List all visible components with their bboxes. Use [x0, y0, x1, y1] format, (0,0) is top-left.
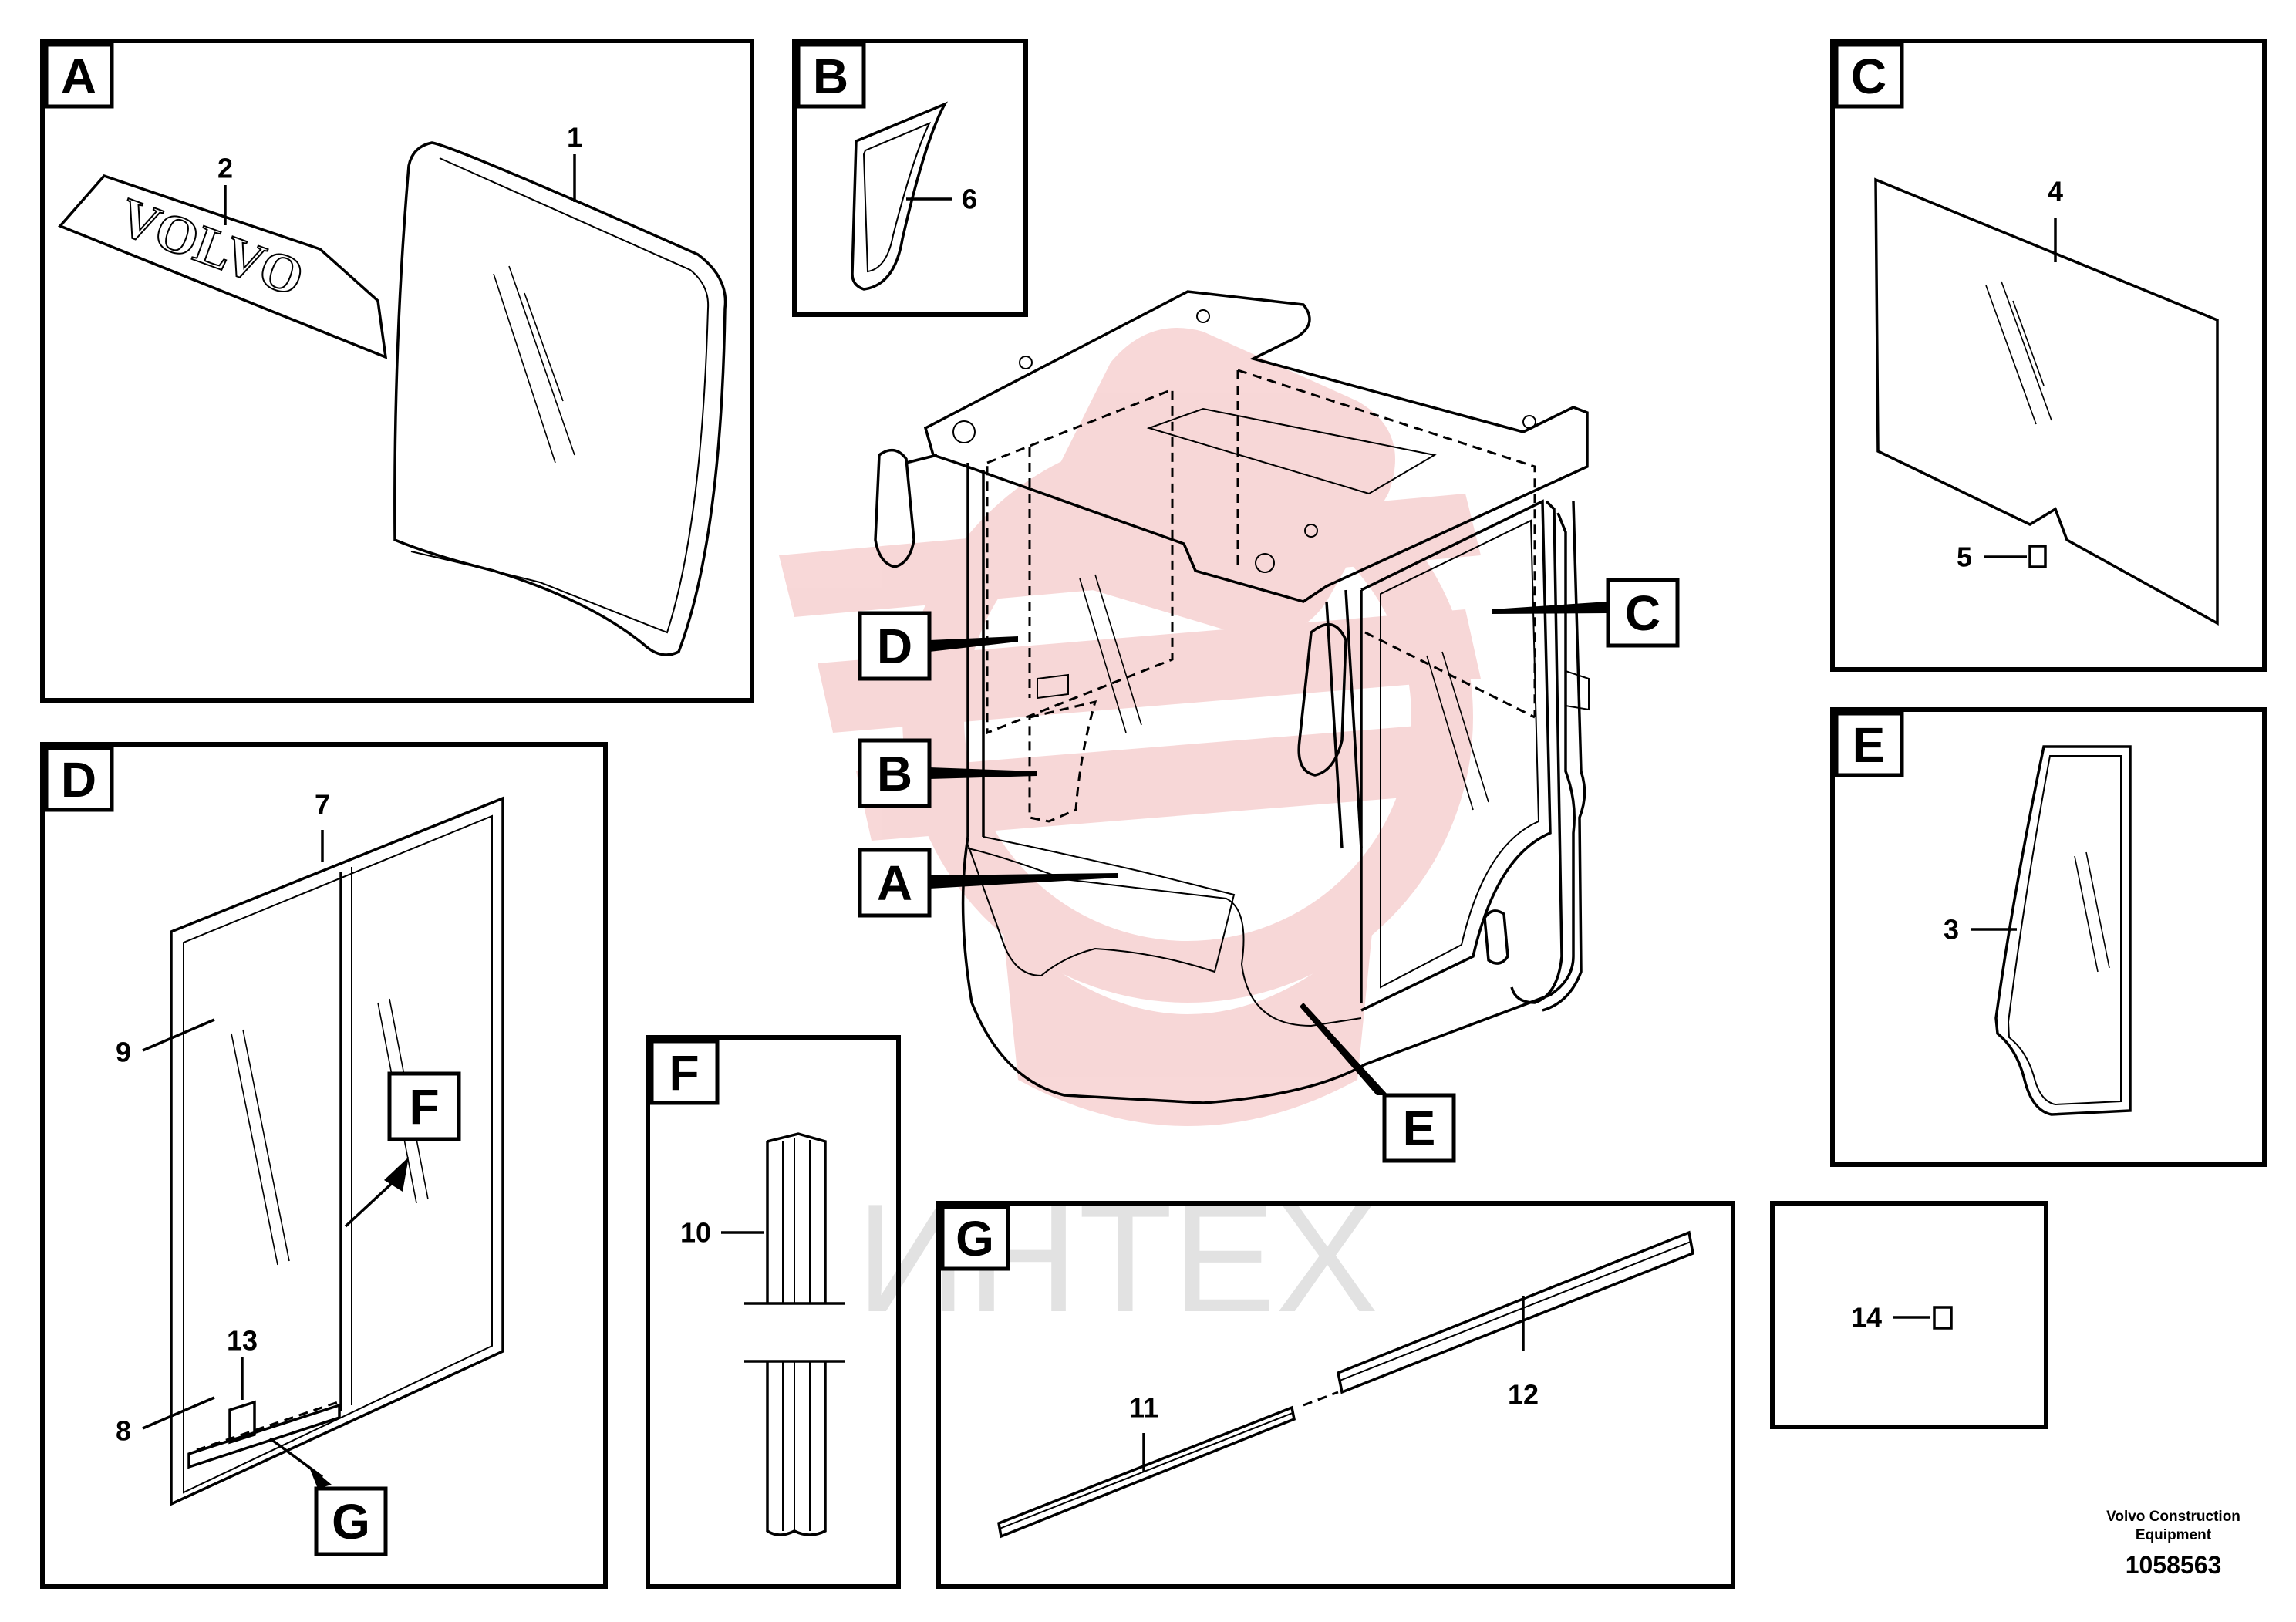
clip-part-14 [1933, 1306, 1953, 1330]
part-7-label: 7 [315, 789, 330, 821]
panel-c-letter: C [1851, 49, 1886, 104]
panel-d: D 13 7 9 8 F G [40, 742, 608, 1589]
panel-part-14: 14 [1770, 1201, 2048, 1429]
part-10-label: 10 [680, 1217, 711, 1249]
drawing-number: 1058563 [2126, 1551, 2222, 1579]
cab-callout-c: C [1625, 585, 1660, 641]
watermark-logo [779, 328, 1481, 1126]
callout-g: G [332, 1494, 370, 1549]
volvo-decal-text: VOLVO [112, 187, 312, 309]
left-mirror [874, 448, 915, 568]
seal-profile-10 [744, 1132, 845, 1536]
rail-part-12 [1336, 1230, 1694, 1394]
cab-assembly [874, 290, 1590, 1104]
part-8-label: 8 [116, 1415, 131, 1447]
manufacturer-line-1: Volvo Construction [2106, 1509, 2240, 1525]
cab-callouts: D B A C E [858, 578, 1680, 1163]
panel-f-letter: F [669, 1045, 699, 1101]
panel-e: E 3 [1830, 707, 2267, 1167]
rear-glass-shape [1874, 177, 2219, 626]
panel-b: B 6 [792, 39, 1028, 317]
panel-a-letter: A [61, 49, 96, 104]
panel-e-letter: E [1853, 717, 1886, 773]
panel-c: C 4 5 [1830, 39, 2267, 672]
rail-part-11 [997, 1405, 1296, 1539]
panel-b-letter: B [813, 49, 848, 104]
windshield-shape [393, 141, 727, 656]
panel-g: G 11 12 [936, 1201, 1735, 1589]
part-9-label: 9 [116, 1037, 131, 1068]
manufacturer-line-2: Equipment [2136, 1527, 2212, 1543]
panel-d-letter: D [61, 752, 96, 808]
part-4-label: 4 [2048, 176, 2063, 207]
part-13-label: 13 [227, 1325, 258, 1357]
panel-a: A VOLVO 2 1 [40, 39, 754, 703]
footer: Volvo Construction Equipment 1058563 [2106, 1509, 2240, 1579]
part-6-label: 6 [962, 184, 977, 215]
cab-callout-a: A [877, 855, 912, 911]
part-1-label: 1 [567, 122, 582, 153]
part-11-label: 11 [1129, 1392, 1158, 1424]
part-12-label: 12 [1508, 1379, 1539, 1411]
part-14-label: 14 [1851, 1302, 1882, 1334]
part-5-label: 5 [1957, 541, 1972, 573]
panel-f: F 10 [646, 1035, 901, 1589]
volvo-decal-shape [58, 174, 388, 359]
clip-part-5 [2028, 545, 2047, 568]
cab-roof [923, 290, 1589, 603]
sliding-window-frame [170, 796, 504, 1506]
cab-callout-e: E [1403, 1101, 1436, 1156]
cab-callout-b: B [877, 746, 912, 801]
side-glass-shape [851, 101, 948, 291]
part-3-label: 3 [1944, 914, 1959, 946]
right-mirror [1297, 622, 1347, 777]
watermark-text: ИНТЕХ [856, 1172, 1378, 1344]
door-glass-shape [1994, 745, 2132, 1116]
cab-callout-d: D [877, 619, 912, 674]
panel-g-letter: G [956, 1211, 994, 1266]
callout-f: F [409, 1079, 439, 1135]
part-2-label: 2 [217, 153, 233, 184]
latch-part-13 [228, 1400, 256, 1445]
